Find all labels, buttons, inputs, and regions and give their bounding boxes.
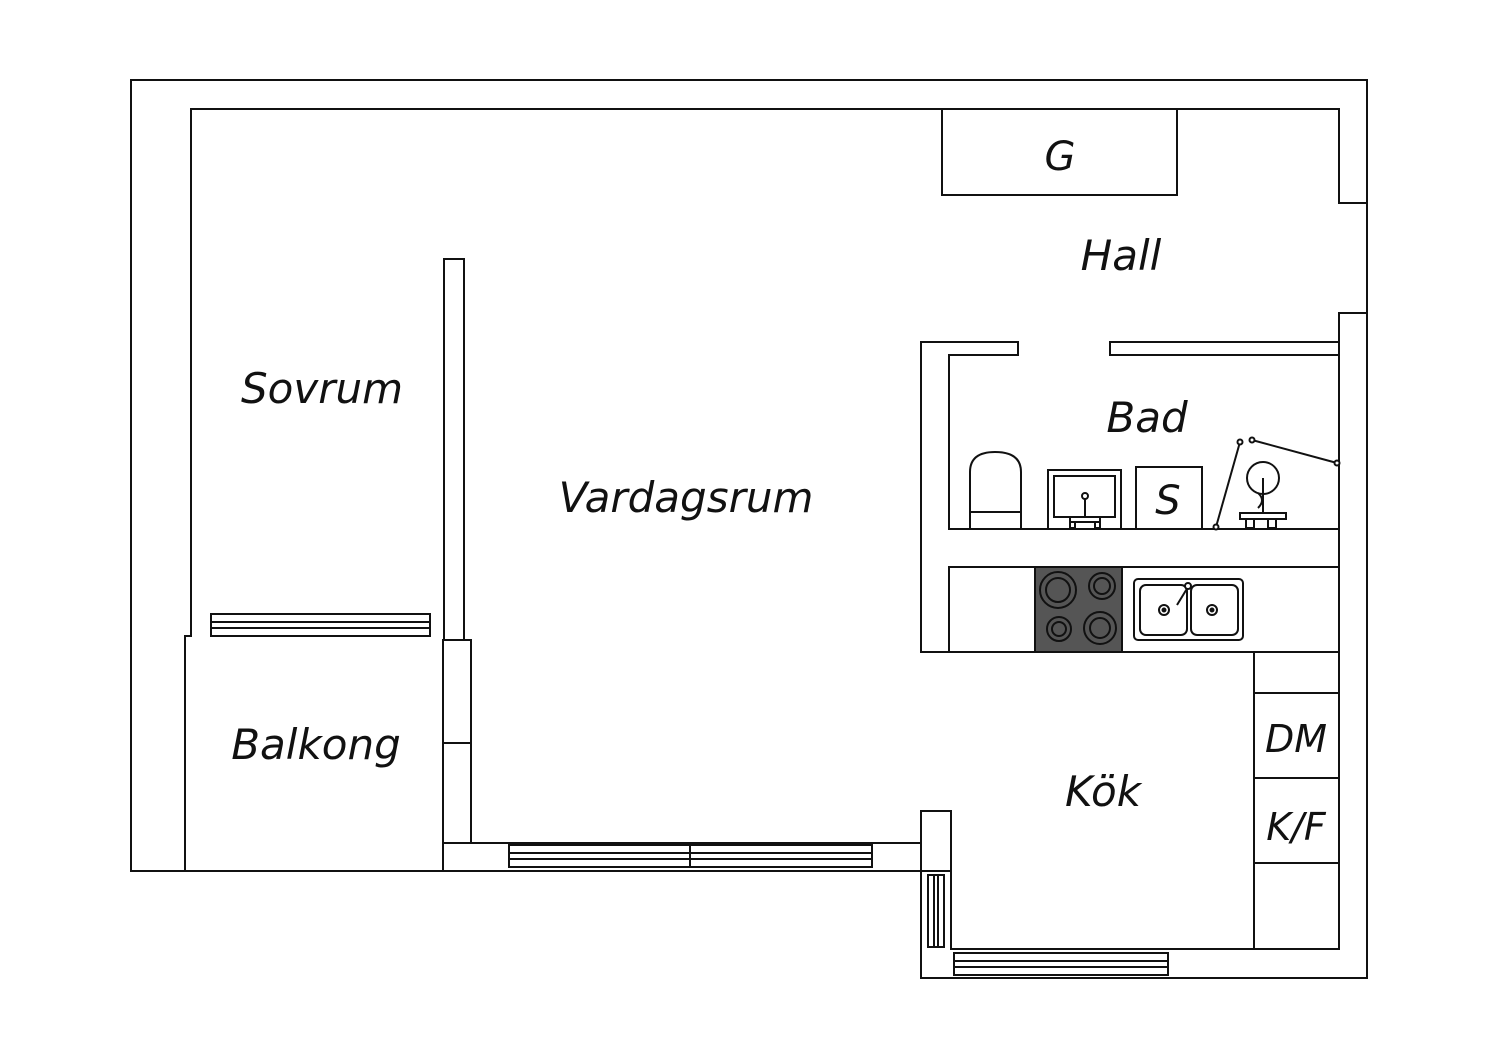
balcony-area — [184, 635, 444, 872]
bedroom-partition-wall — [443, 258, 465, 641]
wardrobe — [941, 108, 1178, 196]
room-label-bad: Bad — [1106, 393, 1188, 442]
window-icon — [210, 613, 431, 637]
kitchen-sink-icon — [1133, 578, 1244, 641]
stove-icon — [1034, 566, 1123, 653]
wardrobe-label: G — [1045, 134, 1076, 180]
window-icon — [508, 844, 873, 868]
kitchen-wall-stub — [920, 810, 952, 872]
shower-label: S — [1155, 478, 1180, 524]
room-label-vardagsrum: Vardagsrum — [559, 473, 814, 522]
living-floor — [192, 110, 443, 639]
fridge-freezer-label: K/F — [1266, 805, 1327, 849]
room-label-sovrum: Sovrum — [241, 364, 403, 413]
toilet-icon — [969, 450, 1022, 530]
bath-top-wall-right — [1109, 341, 1340, 356]
washbasin-icon — [1047, 469, 1122, 530]
room-label-kok: Kök — [1065, 767, 1143, 816]
balcony-wall — [442, 742, 472, 844]
windows — [210, 613, 1169, 976]
room-label-hall: Hall — [1081, 231, 1162, 280]
window-icon — [953, 952, 1169, 976]
shower-icon — [1135, 466, 1203, 530]
window-icon — [927, 874, 945, 948]
room-label-balkong: Balkong — [231, 720, 401, 769]
dishwasher-label: DM — [1265, 717, 1327, 761]
bathtub-faucet-icon — [1212, 436, 1341, 531]
bath-kitchen-walls — [920, 341, 1340, 653]
